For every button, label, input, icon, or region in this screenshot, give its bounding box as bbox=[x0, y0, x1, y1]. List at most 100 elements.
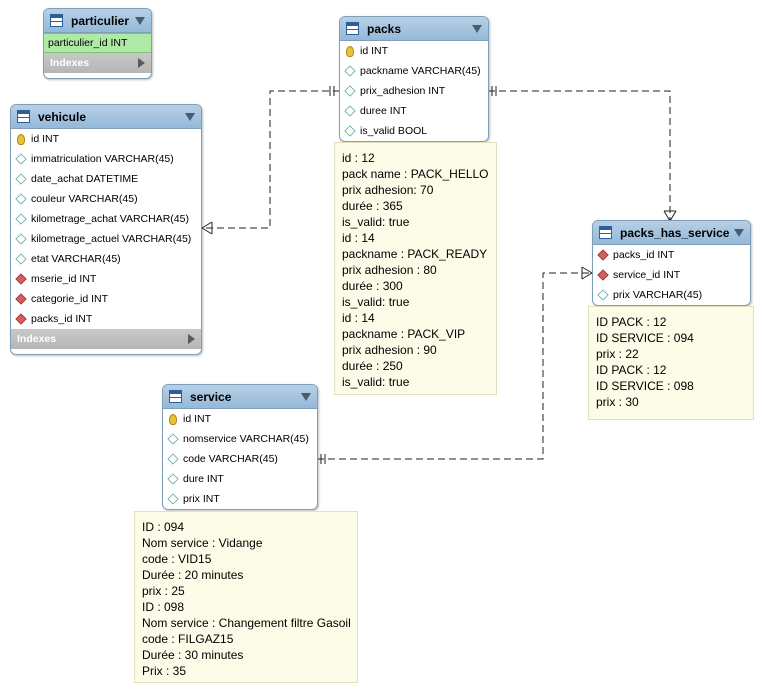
column-icon bbox=[344, 85, 356, 97]
column-row[interactable]: date_achat DATETIME bbox=[11, 169, 201, 189]
column-icon bbox=[15, 233, 27, 245]
column-row[interactable]: categorie_id INT bbox=[11, 289, 201, 309]
note-line: is_valid: true bbox=[342, 215, 410, 229]
column-row[interactable]: id INT bbox=[163, 409, 317, 429]
note-line: is_valid: true bbox=[342, 295, 410, 309]
note-line: code : FILGAZ15 bbox=[142, 632, 234, 646]
indexes-section[interactable]: Indexes bbox=[44, 53, 151, 73]
column-icon bbox=[167, 473, 179, 485]
table-icon bbox=[17, 110, 30, 123]
note-line: ID PACK : 12 bbox=[596, 315, 667, 329]
note-line: durée : 250 bbox=[342, 359, 403, 373]
note-line: durée : 365 bbox=[342, 199, 403, 213]
table-header[interactable]: packs_has_service bbox=[593, 221, 750, 245]
column-row[interactable]: prix_adhesion INT bbox=[340, 81, 488, 101]
indexes-section[interactable]: Indexes bbox=[11, 329, 201, 349]
column-label: kilometrage_achat VARCHAR(45) bbox=[31, 213, 189, 225]
column-icon bbox=[344, 65, 356, 77]
note-line: Durée : 20 minutes bbox=[142, 568, 244, 582]
column-row[interactable]: duree INT bbox=[340, 101, 488, 121]
column-row[interactable]: prix INT bbox=[163, 489, 317, 509]
table-service[interactable]: service id INT nomservice VARCHAR(45) code… bbox=[162, 384, 318, 510]
column-icon bbox=[597, 289, 609, 301]
note-line: id : 12 bbox=[342, 151, 375, 165]
column-row[interactable]: id INT bbox=[11, 129, 201, 149]
note-line: Nom service : Changement filtre Gasoil bbox=[142, 616, 351, 630]
chevron-down-icon[interactable] bbox=[301, 392, 311, 401]
table-particulier[interactable]: particulier particulier_id INT Indexes bbox=[43, 8, 152, 79]
foreign-key-icon bbox=[15, 313, 27, 325]
table-packs[interactable]: packs id INT packname VARCHAR(45) prix_adh… bbox=[339, 16, 489, 142]
column-icon bbox=[15, 213, 27, 225]
column-row[interactable]: mserie_id INT bbox=[11, 269, 201, 289]
column-label: dure INT bbox=[183, 473, 224, 485]
table-header[interactable]: service bbox=[163, 385, 317, 409]
chevron-right-icon[interactable] bbox=[138, 58, 145, 68]
column-icon bbox=[167, 493, 179, 505]
column-row[interactable]: etat VARCHAR(45) bbox=[11, 249, 201, 269]
column-label: packname VARCHAR(45) bbox=[360, 65, 481, 77]
column-row[interactable]: id INT bbox=[340, 41, 488, 61]
column-label: is_valid BOOL bbox=[360, 125, 428, 137]
foreign-key-icon bbox=[15, 273, 27, 285]
column-icon bbox=[344, 105, 356, 117]
column-row[interactable]: particulier_id INT bbox=[44, 33, 151, 53]
column-row[interactable]: packname VARCHAR(45) bbox=[340, 61, 488, 81]
column-label: duree INT bbox=[360, 105, 407, 117]
column-label: particulier_id INT bbox=[48, 37, 128, 49]
column-label: etat VARCHAR(45) bbox=[31, 253, 121, 265]
column-icon bbox=[167, 453, 179, 465]
note-line: Prix : 35 bbox=[142, 664, 187, 678]
column-row[interactable]: kilometrage_actuel VARCHAR(45) bbox=[11, 229, 201, 249]
column-row[interactable]: kilometrage_achat VARCHAR(45) bbox=[11, 209, 201, 229]
table-vehicule[interactable]: vehicule id INT immatriculation VARCHAR(4… bbox=[10, 104, 202, 355]
table-header[interactable]: vehicule bbox=[11, 105, 201, 129]
chevron-down-icon[interactable] bbox=[472, 24, 482, 33]
table-name: service bbox=[190, 389, 232, 404]
indexes-label: Indexes bbox=[17, 333, 57, 345]
note-line: code : VID15 bbox=[142, 552, 212, 566]
chevron-down-icon[interactable] bbox=[734, 228, 744, 237]
column-row[interactable]: prix VARCHAR(45) bbox=[593, 285, 750, 305]
table-header[interactable]: particulier bbox=[44, 9, 151, 33]
column-row[interactable]: service_id INT bbox=[593, 265, 750, 285]
table-icon bbox=[50, 14, 63, 27]
column-icon bbox=[15, 193, 27, 205]
column-row[interactable]: couleur VARCHAR(45) bbox=[11, 189, 201, 209]
table-packs-has-service[interactable]: packs_has_service packs_id INT service_id… bbox=[592, 220, 751, 306]
column-row[interactable]: packs_id INT bbox=[11, 309, 201, 329]
indexes-label: Indexes bbox=[50, 57, 90, 69]
table-header[interactable]: packs bbox=[340, 17, 488, 41]
column-label: service_id INT bbox=[613, 269, 681, 281]
note-line: pack name : PACK_HELLO bbox=[342, 167, 489, 181]
column-row[interactable]: immatriculation VARCHAR(45) bbox=[11, 149, 201, 169]
note-line: Nom service : Vidange bbox=[142, 536, 263, 550]
chevron-down-icon[interactable] bbox=[185, 112, 195, 121]
column-icon bbox=[15, 173, 27, 185]
table-name: vehicule bbox=[38, 109, 87, 124]
column-label: id INT bbox=[183, 413, 212, 425]
column-label: packs_id INT bbox=[613, 249, 675, 261]
chevron-down-icon[interactable] bbox=[135, 16, 145, 25]
chevron-right-icon[interactable] bbox=[188, 334, 195, 344]
note-line: prix adhesion : 90 bbox=[342, 343, 437, 357]
column-row[interactable]: code VARCHAR(45) bbox=[163, 449, 317, 469]
column-icon bbox=[15, 153, 27, 165]
column-label: categorie_id INT bbox=[31, 293, 109, 305]
note-line: prix : 30 bbox=[596, 395, 639, 409]
note-line: ID PACK : 12 bbox=[596, 363, 667, 377]
column-label: nomservice VARCHAR(45) bbox=[183, 433, 309, 445]
note-line: id : 14 bbox=[342, 311, 375, 325]
note-line: ID SERVICE : 094 bbox=[596, 331, 694, 345]
column-row[interactable]: is_valid BOOL bbox=[340, 121, 488, 141]
column-row[interactable]: dure INT bbox=[163, 469, 317, 489]
column-row[interactable]: packs_id INT bbox=[593, 245, 750, 265]
foreign-key-icon bbox=[597, 249, 609, 261]
note-line: Durée : 30 minutes bbox=[142, 648, 244, 662]
column-label: date_achat DATETIME bbox=[31, 173, 139, 185]
column-label: id INT bbox=[31, 133, 60, 145]
column-label: prix INT bbox=[183, 493, 220, 505]
column-row[interactable]: nomservice VARCHAR(45) bbox=[163, 429, 317, 449]
note-line: prix adhesion : 80 bbox=[342, 263, 437, 277]
